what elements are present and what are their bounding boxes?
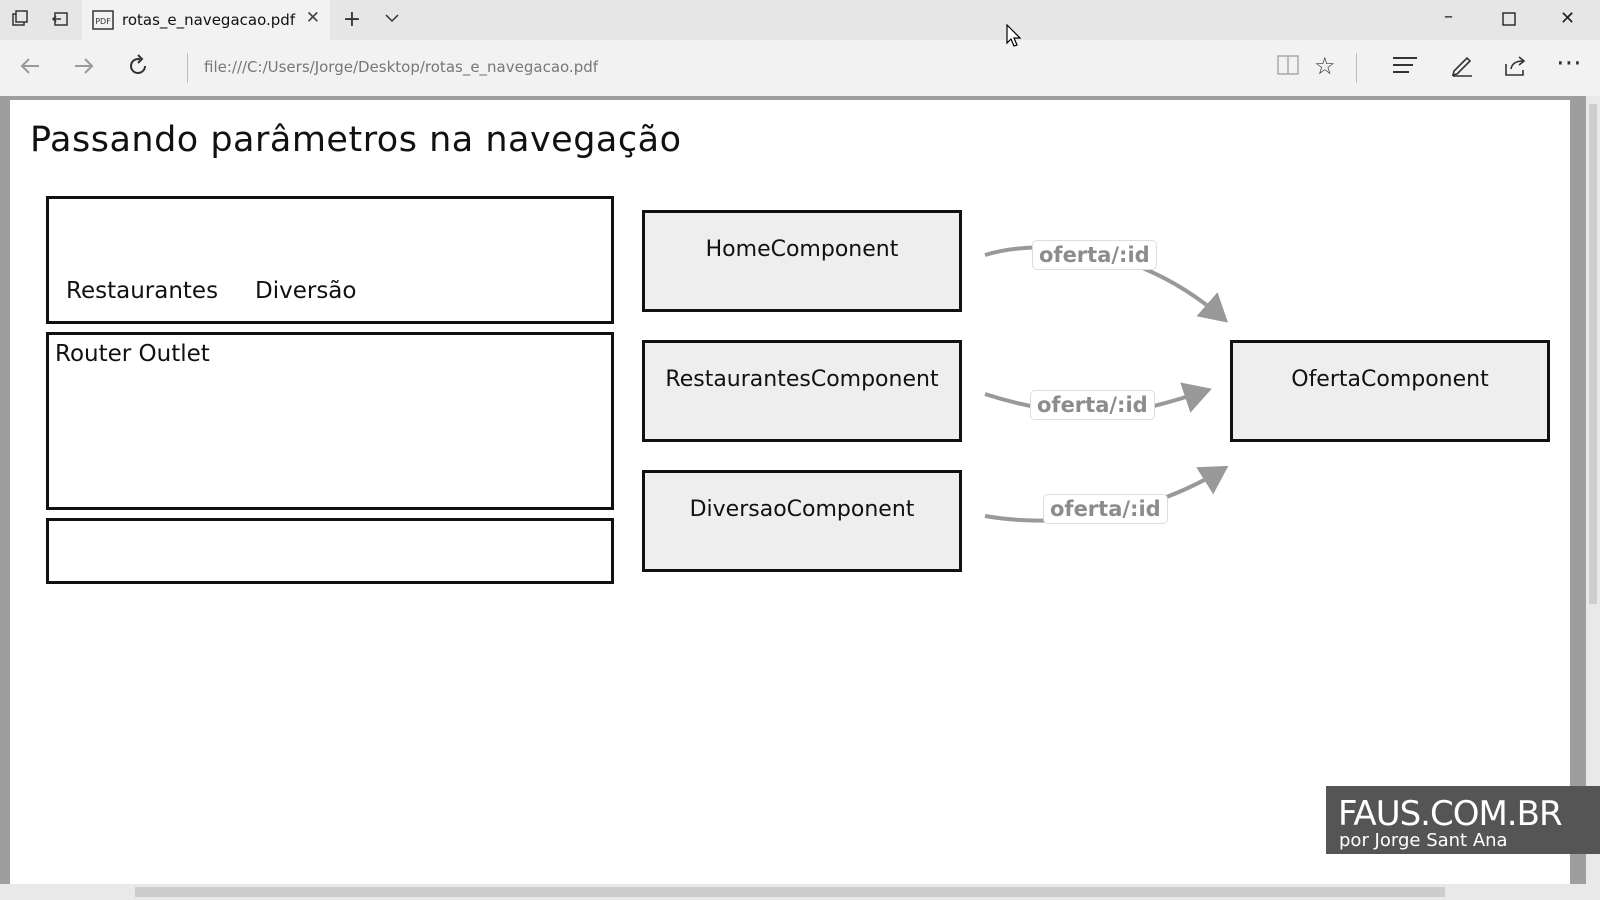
pdf-file-icon: PDF: [92, 10, 114, 34]
new-tab-icon[interactable]: +: [342, 7, 362, 32]
oferta-component-box: OfertaComponent: [1230, 340, 1550, 442]
nav-link-restaurantes: Restaurantes: [66, 278, 219, 304]
maximize-icon[interactable]: [1502, 8, 1516, 31]
pdf-viewer: Passando parâmetros na navegação Restaur…: [0, 96, 1600, 900]
route-label-home: oferta/:id: [1032, 240, 1157, 270]
restaurantes-component-label: RestaurantesComponent: [665, 367, 939, 392]
address-separator: [187, 53, 188, 83]
watermark-main: FAUS.COM.BR: [1338, 794, 1563, 834]
share-icon[interactable]: [1503, 54, 1529, 83]
page-title: Passando parâmetros na navegação: [30, 120, 682, 160]
vertical-scroll-thumb[interactable]: [1589, 104, 1597, 604]
window-close-icon[interactable]: ✕: [1560, 8, 1576, 29]
tab-title: rotas_e_navegacao.pdf: [122, 11, 296, 29]
more-icon[interactable]: ⋯: [1556, 48, 1582, 78]
horizontal-scroll-thumb[interactable]: [135, 887, 1445, 897]
address-input[interactable]: file:///C:/Users/Jorge/Desktop/rotas_e_n…: [204, 58, 599, 76]
diversao-component-label: DiversaoComponent: [689, 497, 915, 522]
set-aside-tabs-icon[interactable]: [50, 10, 70, 30]
minimize-icon[interactable]: –: [1444, 6, 1453, 27]
oferta-component-label: OfertaComponent: [1291, 367, 1489, 392]
tab-manager-icon[interactable]: [10, 10, 30, 30]
web-note-icon[interactable]: [1450, 54, 1474, 83]
watermark-sub: por Jorge Sant Ana: [1339, 830, 1508, 851]
app-header-box: Restaurantes Diversão: [46, 196, 614, 324]
forward-arrow-icon[interactable]: [72, 54, 96, 84]
close-icon[interactable]: ✕: [305, 8, 320, 28]
router-outlet-label: Router Outlet: [55, 341, 210, 367]
back-arrow-icon[interactable]: [18, 54, 42, 84]
mouse-cursor-icon: [1006, 23, 1022, 52]
refresh-icon[interactable]: [126, 54, 150, 84]
toolbar-separator: [1356, 53, 1357, 83]
vertical-scrollbar[interactable]: [1586, 96, 1600, 886]
active-tab[interactable]: PDF rotas_e_navegacao.pdf ✕: [82, 0, 330, 40]
reading-view-icon[interactable]: [1276, 54, 1300, 81]
favorite-star-icon[interactable]: ☆: [1314, 52, 1336, 80]
app-footer-box: [46, 518, 614, 584]
restaurantes-component-box: RestaurantesComponent: [642, 340, 962, 442]
svg-text:PDF: PDF: [95, 17, 111, 26]
tab-bar: PDF rotas_e_navegacao.pdf ✕ + – ✕: [0, 0, 1600, 40]
route-label-restaurantes: oferta/:id: [1030, 390, 1155, 420]
nav-link-diversao: Diversão: [255, 278, 357, 304]
router-outlet-box: Router Outlet: [46, 332, 614, 510]
hub-icon[interactable]: [1392, 54, 1418, 81]
pdf-page: Passando parâmetros na navegação Restaur…: [10, 100, 1570, 884]
route-label-diversao: oferta/:id: [1043, 494, 1168, 524]
chevron-down-icon[interactable]: [382, 10, 402, 30]
horizontal-scrollbar[interactable]: [0, 884, 1600, 900]
home-component-label: HomeComponent: [705, 237, 899, 262]
watermark: FAUS.COM.BR por Jorge Sant Ana: [1326, 786, 1600, 854]
diversao-component-box: DiversaoComponent: [642, 470, 962, 572]
route-arrows: [984, 245, 1229, 523]
home-component-box: HomeComponent: [642, 210, 962, 312]
address-bar: file:///C:/Users/Jorge/Desktop/rotas_e_n…: [0, 40, 1600, 96]
